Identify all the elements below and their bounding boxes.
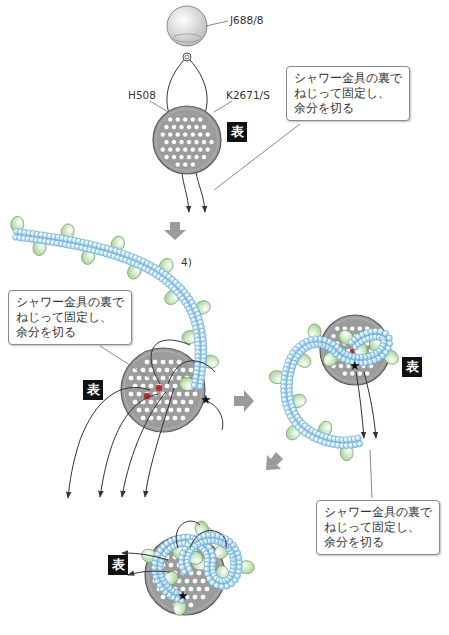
star-mark: ★ bbox=[200, 393, 212, 407]
star-mark: ★ bbox=[177, 589, 189, 603]
star-mark: ★ bbox=[349, 359, 361, 373]
part-name: J688/8 bbox=[230, 14, 263, 26]
callout-text: シャワー金具の裏で ねじって固定し、 余分を切る bbox=[294, 71, 402, 116]
top-assembly bbox=[150, 6, 232, 212]
flow-arrow bbox=[164, 222, 283, 470]
face-label: 表 bbox=[231, 125, 244, 139]
face-marker: 表 bbox=[83, 380, 103, 400]
face-marker: 表 bbox=[108, 555, 128, 575]
face-marker: 表 bbox=[227, 122, 247, 142]
bead-strand bbox=[10, 216, 402, 617]
callout-box: シャワー金具の裏で ねじって固定し、 余分を切る bbox=[316, 500, 440, 555]
callout-text: シャワー金具の裏で ねじって固定し、 余分を切る bbox=[324, 505, 432, 550]
callout-box: シャワー金具の裏で ねじって固定し、 余分を切る bbox=[286, 66, 410, 121]
callout-box: シャワー金具の裏で ねじって固定し、 余分を切る bbox=[8, 290, 132, 345]
face-label: 表 bbox=[87, 383, 100, 397]
shower-plate bbox=[153, 106, 221, 174]
callout-number: 4) bbox=[181, 256, 192, 268]
face-marker: 表 bbox=[402, 357, 422, 377]
shower-plate bbox=[320, 315, 390, 385]
callout-text: シャワー金具の裏で ねじって固定し、 余分を切る bbox=[16, 295, 124, 340]
face-label: 表 bbox=[406, 360, 419, 374]
part-name: H508 bbox=[128, 89, 156, 101]
part-name: K2671/S bbox=[226, 89, 270, 101]
callout-leader bbox=[100, 124, 372, 498]
face-label: 表 bbox=[112, 558, 125, 572]
